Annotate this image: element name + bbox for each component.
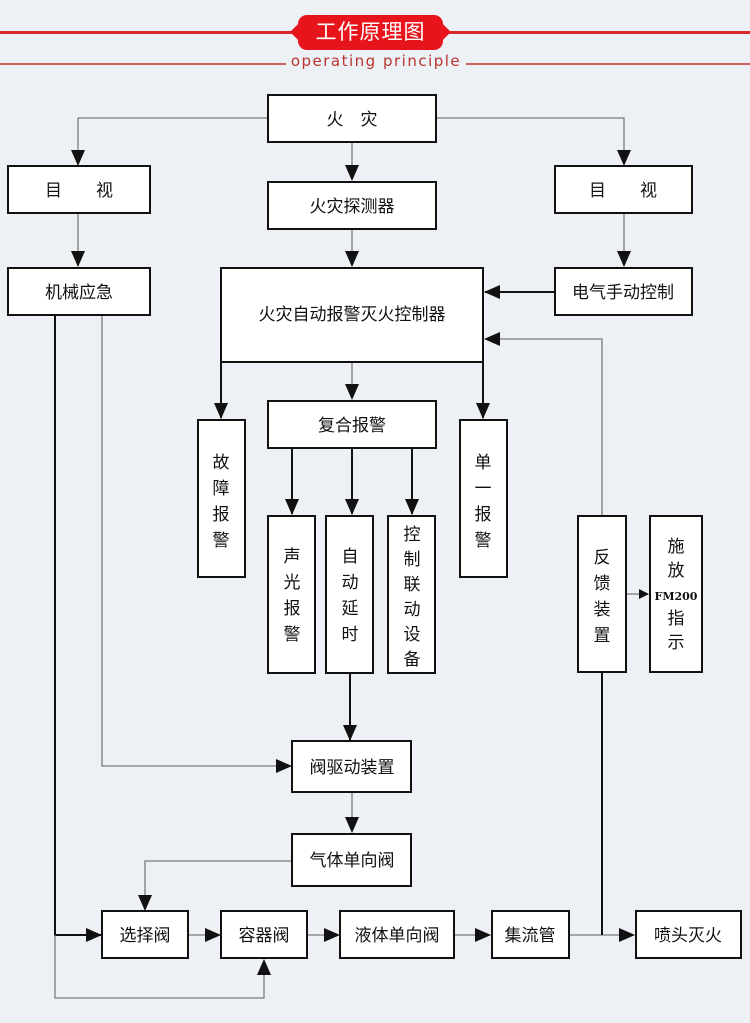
edge-mech-selector: [54, 316, 102, 942]
single-alarm-char: 警: [475, 531, 492, 551]
node-mechanical-emergency: 机械应急: [7, 267, 151, 316]
node-liquid-check-valve: 液体单向阀: [339, 910, 455, 959]
release-indicator-char: 放: [668, 561, 685, 581]
node-visual-left-label: 目 视: [45, 181, 113, 201]
edge-fire-visual-right: [436, 117, 631, 166]
connectors: [54, 117, 649, 999]
node-mech-label: 机械应急: [45, 283, 113, 303]
node-electric-label: 电气手动控制: [572, 283, 674, 303]
linkage-devices-char: 备: [404, 650, 421, 670]
edge-mech-container: [54, 935, 271, 999]
edge-mech-valvedriver: [101, 316, 292, 773]
single-alarm-char: 一: [475, 479, 492, 499]
header-rule-right: [462, 63, 750, 65]
linkage-devices-char: 设: [404, 625, 421, 645]
node-detector: 火灾探测器: [267, 181, 437, 230]
node-container-valve: 容器阀: [220, 910, 308, 959]
node-fire-label: 火 灾: [327, 110, 378, 130]
node-fire: 火 灾: [267, 94, 437, 143]
node-valve-driver: 阀驱动装置: [291, 740, 412, 793]
title-ribbon: 工作原理图: [298, 15, 443, 50]
node-manifold: 集流管: [491, 910, 570, 959]
node-detector-label: 火灾探测器: [310, 197, 395, 217]
header: 工作原理图 operating principle: [0, 0, 750, 80]
feedback-char: 馈: [594, 574, 611, 594]
node-selector-label: 选择阀: [120, 926, 171, 946]
single-alarm-char: 报: [475, 505, 492, 525]
node-composite-alarm: 复合报警: [267, 400, 437, 449]
node-gas-check-label: 气体单向阀: [310, 851, 395, 871]
header-rule-left: [0, 63, 290, 65]
fault-alarm-char: 警: [213, 531, 230, 551]
linkage-devices-char: 制: [404, 550, 421, 570]
node-liquid-check-label: 液体单向阀: [355, 926, 440, 946]
node-controller-label: 火灾自动报警灭火控制器: [259, 305, 446, 325]
linkage-devices-char: 控: [404, 525, 421, 545]
sound-light-alarm-char: 报: [284, 599, 301, 619]
sound-light-alarm-char: 警: [284, 625, 301, 645]
fault-alarm-char: 故: [213, 453, 230, 473]
release-indicator-char: FM200: [655, 590, 698, 603]
node-valve-driver-label: 阀驱动装置: [310, 758, 395, 778]
node-gas-check-valve: 气体单向阀: [291, 833, 412, 887]
sound-light-alarm-char: 光: [284, 573, 301, 593]
node-visual-right-label: 目 视: [589, 181, 657, 201]
node-manifold-label: 集流管: [505, 926, 556, 946]
auto-delay-char: 时: [342, 625, 359, 645]
release-indicator-char: 示: [668, 633, 685, 653]
node-electric-manual: 电气手动控制: [554, 267, 693, 316]
node-composite-label: 复合报警: [318, 416, 386, 436]
linkage-devices-char: 动: [404, 600, 421, 620]
edge-fire-visual-left: [71, 117, 268, 166]
feedback-char: 装: [594, 600, 611, 620]
release-indicator-char: 指: [668, 609, 685, 629]
fault-alarm-char: 报: [213, 505, 230, 525]
linkage-devices-char: 联: [404, 575, 421, 595]
edge-gascheck-selector: [138, 860, 292, 911]
release-indicator-char: 施: [668, 537, 685, 557]
auto-delay-char: 自: [342, 547, 359, 567]
node-controller: 火灾自动报警灭火控制器: [220, 267, 484, 363]
feedback-char: 反: [594, 548, 611, 568]
feedback-char: 置: [594, 626, 611, 646]
node-visual-right: 目 视: [554, 165, 693, 214]
fault-alarm-char: 障: [213, 479, 230, 499]
subtitle: operating principle: [286, 52, 466, 70]
sound-light-alarm-char: 声: [284, 547, 301, 567]
node-container-label: 容器阀: [239, 926, 290, 946]
edge-feedback-controller: [484, 332, 603, 516]
auto-delay-char: 动: [342, 573, 359, 593]
node-nozzle-label: 喷头灭火: [654, 926, 722, 946]
node-selector-valve: 选择阀: [101, 910, 189, 959]
auto-delay-char: 延: [342, 599, 359, 619]
node-nozzle: 喷头灭火: [635, 910, 742, 959]
single-alarm-char: 单: [475, 453, 492, 473]
node-visual-left: 目 视: [7, 165, 151, 214]
node-release-indicator: 施放 FM200 指示: [649, 515, 703, 673]
